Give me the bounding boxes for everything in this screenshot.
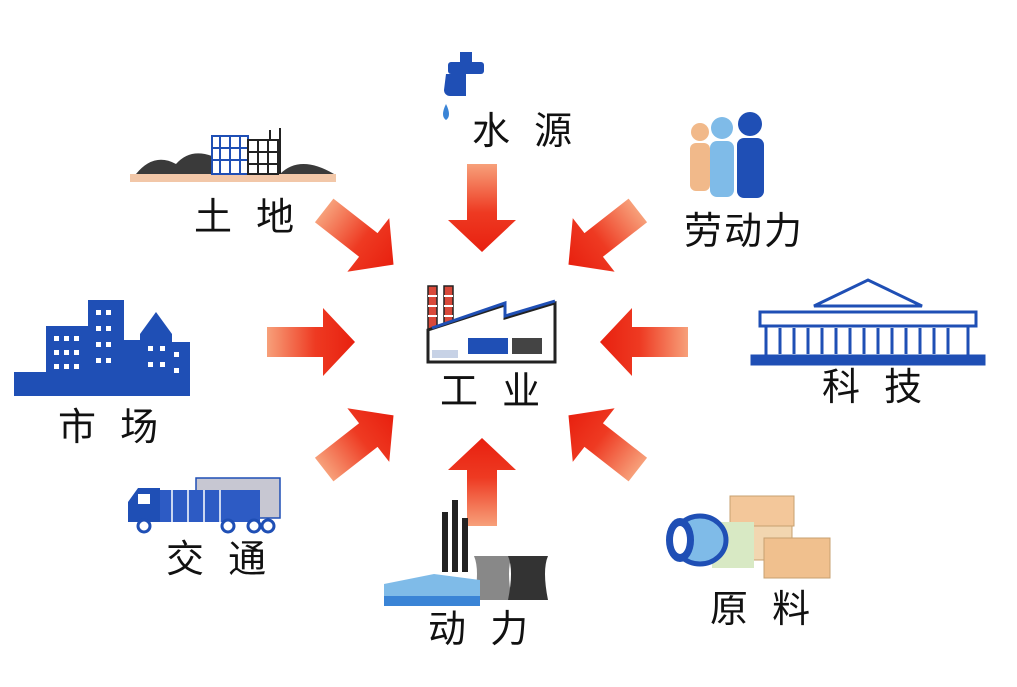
label-raw: 原 料 <box>710 587 817 631</box>
arrow-labor <box>568 198 648 272</box>
label-power: 动 力 <box>428 607 535 651</box>
arrows <box>267 164 688 526</box>
city-buildings-icon <box>14 300 190 396</box>
label-water: 水 源 <box>472 109 579 153</box>
label-tech: 科 技 <box>822 365 929 409</box>
arrow-transport <box>314 408 394 482</box>
label-land: 土 地 <box>194 195 301 239</box>
people-icon <box>690 112 764 198</box>
water-tap-icon <box>443 52 484 120</box>
arrow-power <box>448 438 516 526</box>
label-market: 市 场 <box>58 405 165 449</box>
arrow-water <box>448 164 516 252</box>
power-plant-icon <box>384 500 548 606</box>
label-labor: 劳动力 <box>684 209 805 253</box>
arrow-market <box>267 308 355 376</box>
land-buildings-icon <box>130 128 336 182</box>
center-label: 工 业 <box>440 369 547 413</box>
arrow-tech <box>600 308 688 376</box>
raw-materials-icon <box>666 495 831 579</box>
arrow-raw <box>568 408 648 482</box>
factory-icon <box>426 285 557 364</box>
label-transport: 交 通 <box>166 537 273 581</box>
arrow-land <box>314 198 394 272</box>
institution-building-icon <box>750 278 986 366</box>
truck-icon <box>128 477 281 534</box>
